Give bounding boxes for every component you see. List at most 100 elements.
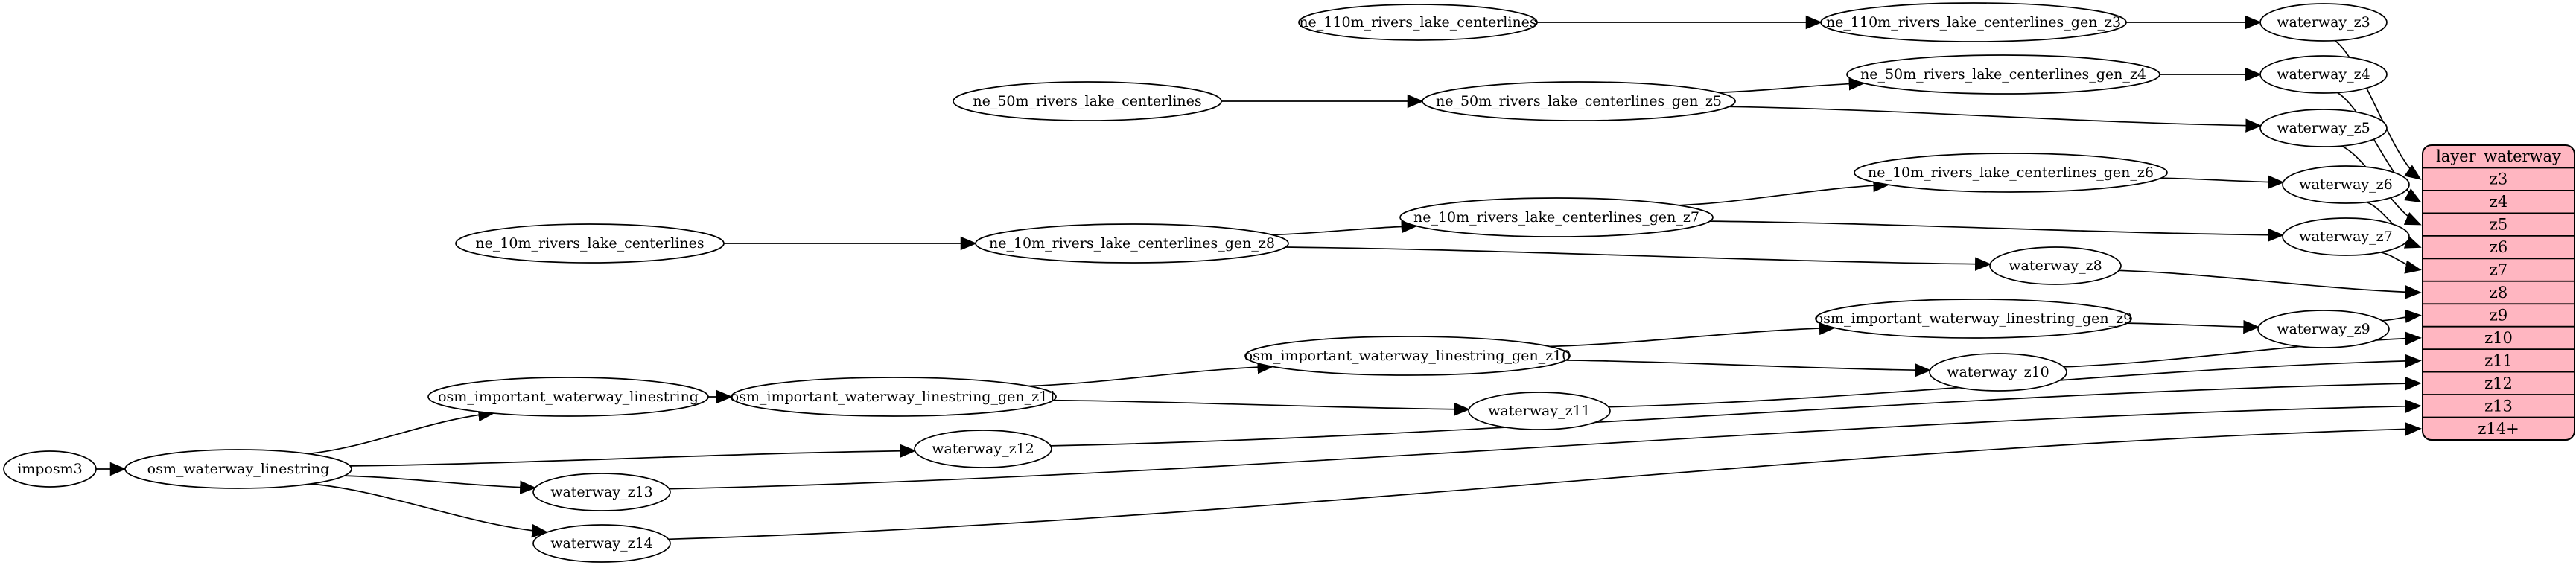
edge-ne_10m_rivers_lake_centerlines_gen_z8-to-waterway_z8 bbox=[1285, 246, 1992, 271]
record-row-z13: z13 bbox=[2484, 397, 2513, 415]
node-ellipse-waterway_z5 bbox=[2259, 109, 2388, 147]
node-label-waterway_z8: waterway_z8 bbox=[2009, 258, 2102, 274]
node-ellipse-osm_important_waterway_linestring_gen_z9 bbox=[1815, 299, 2132, 339]
record-row-z7: z7 bbox=[2490, 261, 2507, 279]
node-waterway_z14: waterway_z14 bbox=[532, 524, 671, 563]
record-layer: layer_waterwayz3z4z5z6z7z8z9z10z11z12z13… bbox=[2422, 144, 2575, 441]
edges-layer bbox=[96, 15, 2422, 540]
edge-waterway_z3-to-row-z3 bbox=[2334, 39, 2422, 180]
edge-osm_important_waterway_linestring_gen_z11-to-osm_important_waterway_linestring_gen_z10 bbox=[1028, 360, 1274, 387]
edge-osm_waterway_linestring-to-waterway_z14 bbox=[311, 483, 549, 538]
node-osm_waterway_linestring: osm_waterway_linestring bbox=[124, 449, 352, 489]
edge-waterway_z9-to-row-z9 bbox=[2382, 309, 2422, 323]
node-ellipse-osm_important_waterway_linestring bbox=[427, 377, 709, 417]
node-label-ne_50m_rivers_lake_centerlines_gen_z5: ne_50m_rivers_lake_centerlines_gen_z5 bbox=[1436, 93, 1722, 109]
node-label-waterway_z14: waterway_z14 bbox=[550, 535, 653, 552]
node-label-ne_50m_rivers_lake_centerlines_gen_z4: ne_50m_rivers_lake_centerlines_gen_z4 bbox=[1860, 66, 2146, 83]
node-ellipse-waterway_z9 bbox=[2257, 310, 2390, 348]
node-waterway_z10: waterway_z10 bbox=[1929, 353, 2067, 392]
node-ne_10m_rivers_lake_centerlines_gen_z6: ne_10m_rivers_lake_centerlines_gen_z6 bbox=[1854, 153, 2168, 193]
node-ellipse-osm_important_waterway_linestring_gen_z11 bbox=[731, 377, 1057, 417]
node-label-ne_110m_rivers_lake_centerlines: ne_110m_rivers_lake_centerlines bbox=[1299, 14, 1536, 31]
record-row-z12: z12 bbox=[2484, 374, 2513, 392]
edge-ne_10m_rivers_lake_centerlines_gen_z7-to-waterway_z7 bbox=[1709, 220, 2285, 242]
node-ellipse-imposm3 bbox=[3, 450, 97, 488]
node-ne_10m_rivers_lake_centerlines_gen_z8: ne_10m_rivers_lake_centerlines_gen_z8 bbox=[975, 223, 1289, 264]
node-ne_50m_rivers_lake_centerlines_gen_z5: ne_50m_rivers_lake_centerlines_gen_z5 bbox=[1422, 81, 1736, 121]
node-ellipse-ne_50m_rivers_lake_centerlines_gen_z4 bbox=[1846, 54, 2160, 95]
node-ellipse-waterway_z14 bbox=[532, 524, 671, 563]
node-label-waterway_z6: waterway_z6 bbox=[2299, 176, 2392, 193]
node-label-osm_important_waterway_linestring_gen_z10: osm_important_waterway_linestring_gen_z1… bbox=[1244, 348, 1571, 364]
record-row-z4: z4 bbox=[2490, 193, 2507, 211]
edge-osm_waterway_linestring-to-waterway_z13 bbox=[344, 475, 537, 494]
node-ellipse-waterway_z11 bbox=[1468, 392, 1611, 430]
node-label-ne_10m_rivers_lake_centerlines_gen_z8: ne_10m_rivers_lake_centerlines_gen_z8 bbox=[989, 235, 1275, 252]
node-ellipse-osm_important_waterway_linestring_gen_z10 bbox=[1244, 336, 1571, 376]
record-row-z8: z8 bbox=[2490, 284, 2507, 301]
node-osm_important_waterway_linestring_gen_z10: osm_important_waterway_linestring_gen_z1… bbox=[1244, 336, 1571, 376]
edge-osm_important_waterway_linestring_gen_z11-to-waterway_z11 bbox=[1053, 399, 1471, 416]
node-label-osm_important_waterway_linestring_gen_z9: osm_important_waterway_linestring_gen_z9 bbox=[1815, 310, 2133, 327]
record-row-z5: z5 bbox=[2490, 216, 2507, 234]
node-waterway_z13: waterway_z13 bbox=[532, 473, 671, 511]
edge-osm_waterway_linestring-to-waterway_z12 bbox=[350, 444, 917, 467]
node-waterway_z5: waterway_z5 bbox=[2259, 109, 2388, 147]
edge-osm_waterway_linestring-to-osm_important_waterway_linestring bbox=[308, 407, 495, 455]
edge-ne_10m_rivers_lake_centerlines_gen_z7-to-ne_10m_rivers_lake_centerlines_gen_z6 bbox=[1679, 178, 1890, 206]
node-label-waterway_z5: waterway_z5 bbox=[2277, 120, 2370, 136]
edge-ne_10m_rivers_lake_centerlines_gen_z8-to-ne_10m_rivers_lake_centerlines_gen_z7 bbox=[1272, 219, 1418, 236]
edge-osm_important_waterway_linestring_gen_z9-to-waterway_z9 bbox=[2126, 319, 2260, 334]
node-waterway_z12: waterway_z12 bbox=[914, 430, 1052, 468]
node-ellipse-ne_10m_rivers_lake_centerlines_gen_z8 bbox=[975, 223, 1289, 264]
record-title: layer_waterway bbox=[2436, 147, 2561, 165]
edge-osm_important_waterway_linestring_gen_z10-to-osm_important_waterway_linestring_gen_z9 bbox=[1549, 321, 1836, 348]
node-ellipse-waterway_z4 bbox=[2259, 55, 2388, 94]
node-ellipse-ne_110m_rivers_lake_centerlines_gen_z3 bbox=[1820, 2, 2127, 42]
node-waterway_z6: waterway_z6 bbox=[2282, 165, 2410, 204]
node-ne_110m_rivers_lake_centerlines_gen_z3: ne_110m_rivers_lake_centerlines_gen_z3 bbox=[1820, 2, 2127, 42]
record-row-z10: z10 bbox=[2484, 329, 2513, 347]
record-node-layer-waterway bbox=[2422, 144, 2575, 441]
node-label-osm_waterway_linestring: osm_waterway_linestring bbox=[147, 461, 330, 477]
node-label-osm_important_waterway_linestring: osm_important_waterway_linestring bbox=[438, 389, 699, 405]
record-row-z11: z11 bbox=[2484, 351, 2513, 369]
node-ellipse-waterway_z12 bbox=[914, 430, 1052, 468]
node-ellipse-waterway_z10 bbox=[1929, 353, 2067, 392]
node-osm_important_waterway_linestring: osm_important_waterway_linestring bbox=[427, 377, 709, 417]
node-ellipse-waterway_z6 bbox=[2282, 165, 2410, 204]
node-ellipse-waterway_z3 bbox=[2259, 3, 2388, 42]
node-imposm3: imposm3 bbox=[3, 450, 97, 488]
node-osm_important_waterway_linestring_gen_z9: osm_important_waterway_linestring_gen_z9 bbox=[1815, 299, 2133, 339]
node-ne_110m_rivers_lake_centerlines: ne_110m_rivers_lake_centerlines bbox=[1298, 4, 1538, 41]
edge-ne_50m_rivers_lake_centerlines_gen_z5-to-waterway_z5 bbox=[1729, 106, 2262, 133]
node-ellipse-ne_10m_rivers_lake_centerlines_gen_z7 bbox=[1399, 197, 1714, 237]
edge-waterway_z12-to-row-z12 bbox=[1050, 377, 2422, 447]
node-label-waterway_z7: waterway_z7 bbox=[2299, 229, 2392, 245]
node-label-waterway_z3: waterway_z3 bbox=[2277, 14, 2370, 31]
node-label-waterway_z9: waterway_z9 bbox=[2277, 321, 2370, 337]
node-ellipse-waterway_z7 bbox=[2282, 217, 2410, 256]
node-label-ne_110m_rivers_lake_centerlines_gen_z3: ne_110m_rivers_lake_centerlines_gen_z3 bbox=[1826, 14, 2121, 31]
node-waterway_z9: waterway_z9 bbox=[2257, 310, 2390, 348]
node-ellipse-ne_50m_rivers_lake_centerlines_gen_z5 bbox=[1422, 81, 1736, 121]
node-ne_50m_rivers_lake_centerlines: ne_50m_rivers_lake_centerlines bbox=[953, 81, 1222, 121]
node-label-waterway_z4: waterway_z4 bbox=[2277, 66, 2370, 83]
node-ellipse-waterway_z8 bbox=[1989, 246, 2122, 285]
node-ellipse-waterway_z13 bbox=[532, 473, 671, 511]
edge-waterway_z13-to-row-z13 bbox=[669, 399, 2422, 490]
node-waterway_z11: waterway_z11 bbox=[1468, 392, 1611, 430]
node-ellipse-osm_waterway_linestring bbox=[124, 449, 352, 489]
node-ellipse-ne_10m_rivers_lake_centerlines_gen_z6 bbox=[1854, 153, 2168, 193]
nodes-layer: imposm3 osm_waterway_linestring osm_import… bbox=[3, 2, 2410, 563]
node-osm_important_waterway_linestring_gen_z11: osm_important_waterway_linestring_gen_z1… bbox=[731, 377, 1058, 417]
node-label-waterway_z13: waterway_z13 bbox=[550, 484, 653, 500]
edge-ne_10m_rivers_lake_centerlines_gen_z6-to-waterway_z6 bbox=[2160, 175, 2285, 189]
node-label-imposm3: imposm3 bbox=[17, 461, 83, 477]
record-row-z9: z9 bbox=[2490, 306, 2507, 324]
edge-osm_important_waterway_linestring_gen_z10-to-waterway_z10 bbox=[1565, 360, 1932, 377]
node-label-osm_important_waterway_linestring_gen_z11: osm_important_waterway_linestring_gen_z1… bbox=[731, 389, 1058, 405]
node-label-ne_10m_rivers_lake_centerlines_gen_z7: ne_10m_rivers_lake_centerlines_gen_z7 bbox=[1413, 209, 1699, 226]
node-ne_10m_rivers_lake_centerlines: ne_10m_rivers_lake_centerlines bbox=[455, 223, 725, 264]
